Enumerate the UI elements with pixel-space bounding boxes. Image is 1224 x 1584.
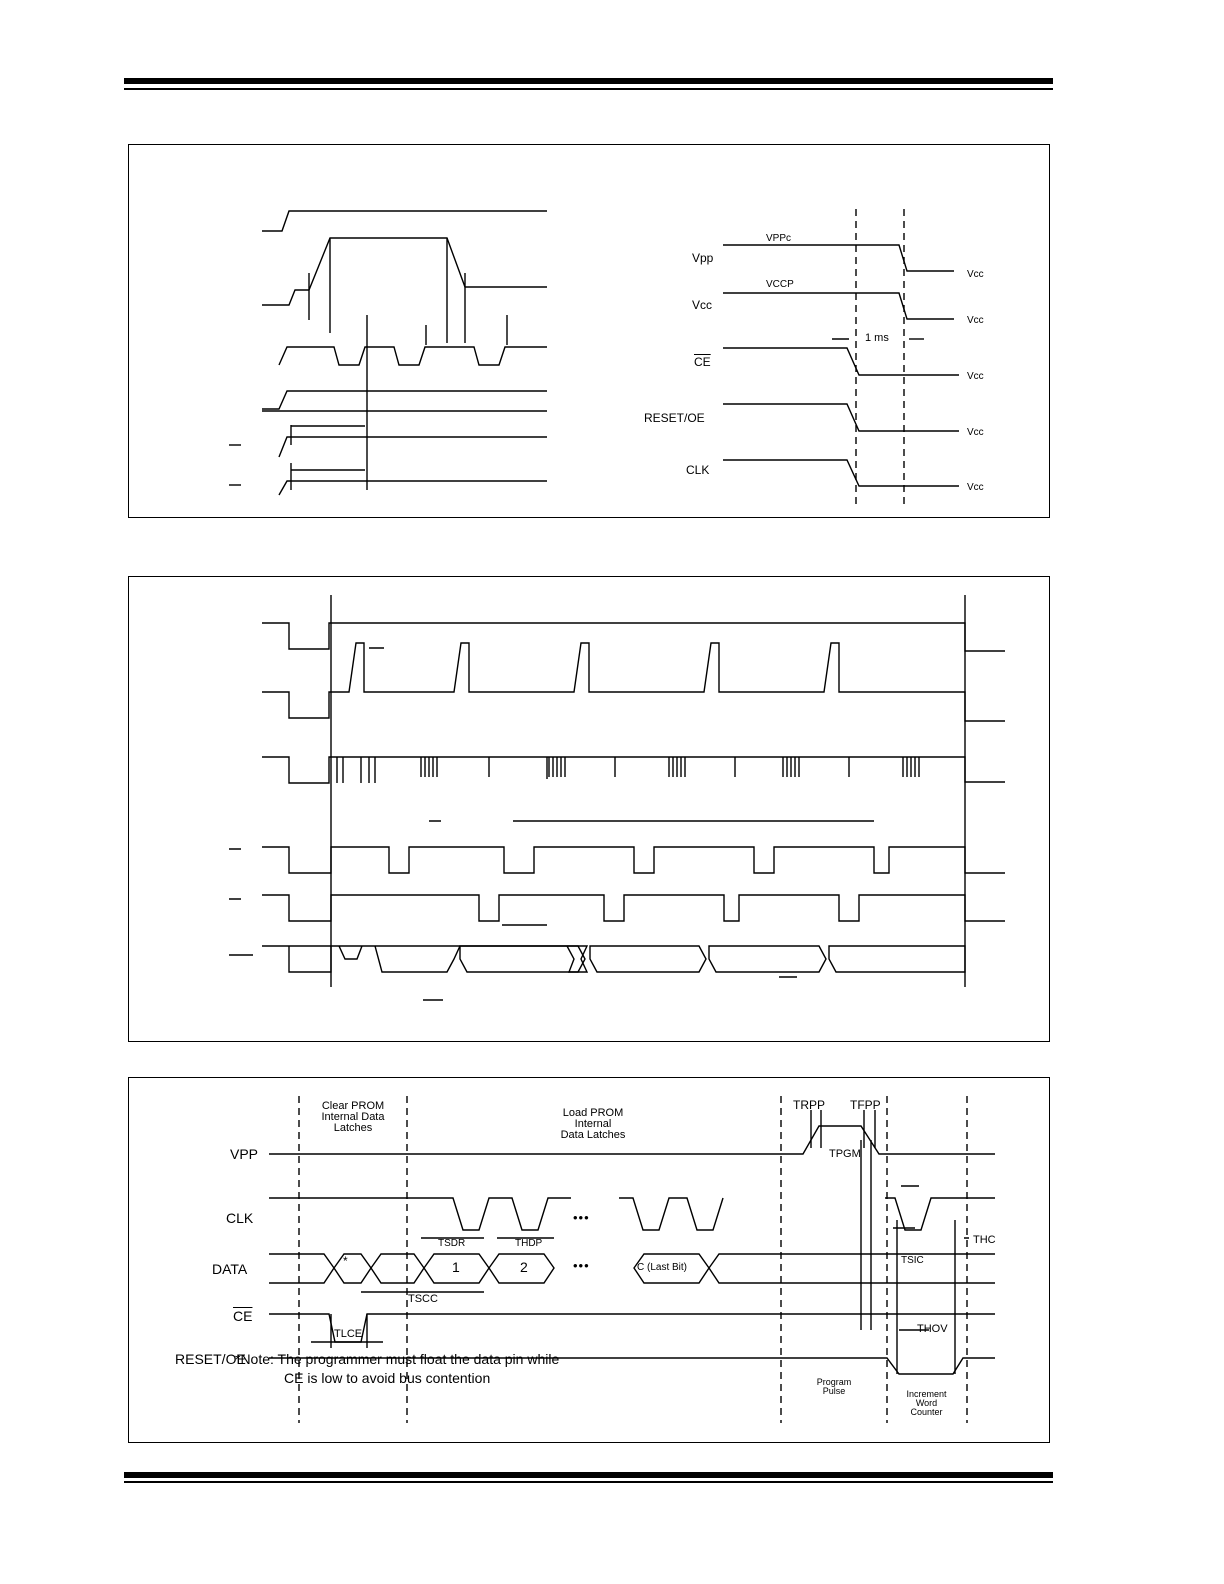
label-tfpp: TFPP (850, 1098, 881, 1112)
phase-clear: Clear PROM Internal Data Latches (304, 1101, 402, 1134)
phase-clear-line-1: Clear PROM (321, 1100, 385, 1112)
label-tlce: TLCE (334, 1328, 363, 1340)
label-vpp: Vpp (692, 251, 714, 265)
phase-program-line-1: Program (816, 1377, 852, 1387)
ellipsis-data: ••• (573, 1258, 590, 1273)
label-thdp: THDP (515, 1238, 543, 1249)
phase-increment-line-1: Increment (906, 1389, 947, 1399)
label-tscc: TSCC (408, 1293, 438, 1305)
label-tsdr: TSDR (438, 1238, 466, 1249)
power-sequence-panel: Vpp Vcc CE RESET/OE CLK VPPc VCCP Vcc Vc… (128, 144, 1050, 518)
label-thc: THC (973, 1234, 996, 1246)
level-vcc-3: Vcc (967, 371, 984, 382)
data-cell-last-bit: C (Last Bit) (637, 1262, 688, 1273)
phase-increment: Increment Word Counter (894, 1390, 959, 1417)
phase-clear-line-3: Latches (333, 1122, 373, 1134)
level-vcc-1: Vcc (967, 269, 984, 280)
label-tpgm: TPGM (829, 1148, 861, 1160)
note-line-1: *Note: The programmer must float the dat… (235, 1351, 560, 1367)
label-ce: CE (694, 355, 711, 369)
delay-label: 1 ms (865, 332, 889, 344)
phase-program: Program Pulse (805, 1378, 863, 1396)
data-waveform (269, 1237, 995, 1293)
phase-load-line-1: Load PROM (562, 1107, 624, 1119)
label-clk-signal: CLK (226, 1210, 254, 1226)
level-vcc-high: VCCP (766, 279, 794, 290)
label-vcc: Vcc (692, 298, 713, 312)
program-sequence-diagram (229, 595, 1005, 1001)
note-line-2: CE is low to avoid bus contention (284, 1370, 491, 1386)
phase-markers (298, 1096, 968, 1423)
top-rule-thick (124, 78, 1053, 84)
reset-oe-waveform (269, 1140, 995, 1375)
ce-waveform (269, 1313, 995, 1348)
data-cell-2: 2 (520, 1259, 528, 1275)
level-vcc-4: Vcc (967, 427, 984, 438)
label-thov: THOV (917, 1323, 948, 1335)
label-reset-oe: RESET/OE (644, 411, 705, 425)
phase-load: Load PROM Internal Data Latches (533, 1108, 653, 1141)
phase-clear-line-2: Internal Data (321, 1111, 385, 1123)
level-vcc-2: Vcc (967, 315, 984, 326)
power-sequence-diagram (229, 209, 959, 505)
program-timing-diagram (269, 1096, 995, 1423)
level-vcc-5: Vcc (967, 482, 984, 493)
label-ce-signal: CE (233, 1308, 253, 1324)
label-trpp: TRPP (793, 1098, 826, 1112)
phase-increment-line-2: Word (915, 1398, 938, 1408)
label-tsic: TSIC (901, 1255, 924, 1266)
power-up-waveforms (229, 210, 547, 496)
ellipsis-clk: ••• (573, 1210, 590, 1225)
panel2-waveforms (229, 622, 1005, 1001)
power-down-waveforms (723, 209, 959, 505)
level-vpp-high: VPPc (766, 233, 792, 244)
bottom-rule-thin (124, 1481, 1053, 1483)
label-reset-oe-signal: RESET/OE (175, 1351, 246, 1367)
program-sequence-panel (128, 576, 1050, 1042)
phase-program-line-2: Pulse (822, 1386, 846, 1396)
program-timing-panel: VPP CLK DATA CE RESET/OE Clear PROM Inte… (128, 1077, 1050, 1443)
phase-load-line-3: Data Latches (560, 1129, 626, 1141)
phase-load-line-2: Internal (574, 1118, 612, 1130)
label-vpp-signal: VPP (230, 1146, 259, 1162)
top-rule-thin (124, 88, 1053, 90)
label-data-signal: DATA (212, 1261, 248, 1277)
data-cell-1: 1 (452, 1259, 460, 1275)
label-clk: CLK (686, 463, 710, 477)
phase-increment-line-3: Counter (910, 1407, 943, 1417)
vpp-waveform (269, 1110, 995, 1155)
data-cell-star: * (343, 1254, 348, 1268)
bottom-rule-thick (124, 1472, 1053, 1478)
clk-waveform (269, 1197, 995, 1231)
